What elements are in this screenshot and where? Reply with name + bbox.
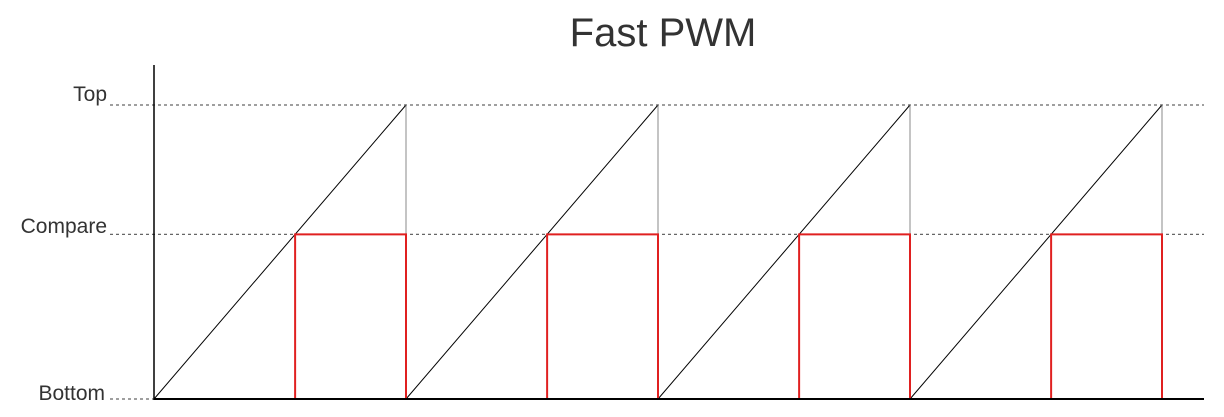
compare-level-label: Compare (21, 215, 107, 238)
pwm-output-signal (154, 233, 1163, 400)
counter-ramp (909, 104, 1163, 400)
bottom-level-label: Bottom (38, 382, 105, 405)
counter-ramp (405, 104, 659, 400)
counter-ramp (657, 104, 911, 400)
top-level-label: Top (73, 83, 107, 106)
diagram-title: Fast PWM (569, 11, 757, 55)
counter-ramp (153, 104, 407, 400)
axes (153, 65, 1204, 400)
waveform (153, 104, 1163, 400)
